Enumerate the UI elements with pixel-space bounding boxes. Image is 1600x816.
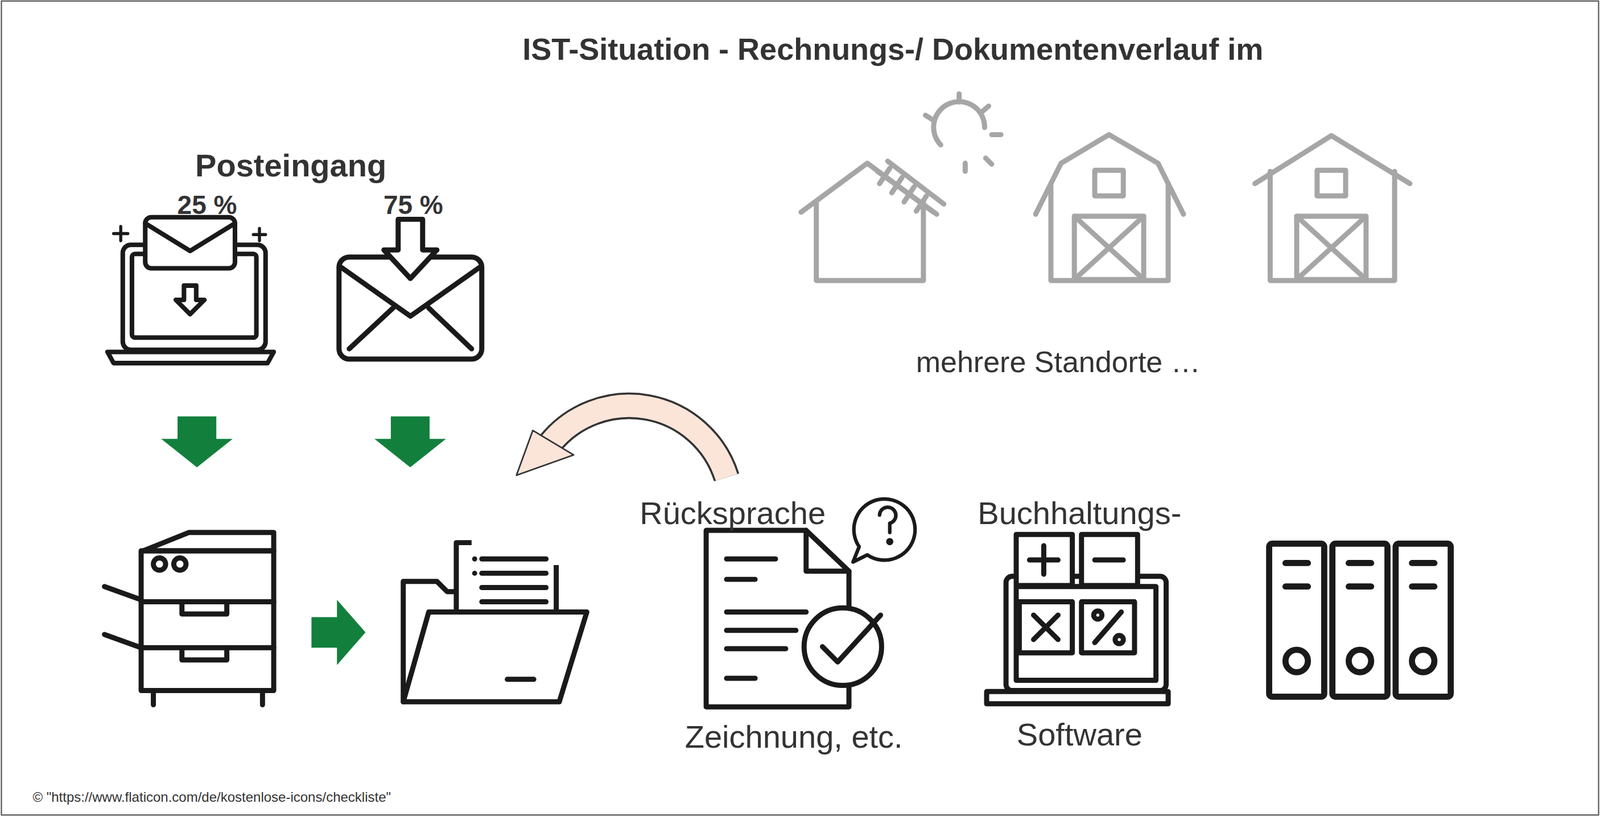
- laptop-mail-icon-part: [175, 285, 205, 315]
- process-band: RückspracheZeichnung, etc. Buchhaltungs- S…: [46, 479, 1578, 761]
- accounting-software-icon-part: [986, 691, 1169, 704]
- binders-icon-part: [1348, 649, 1371, 672]
- folder-icon-part: [474, 558, 546, 602]
- accounting-software-icon-part: [1016, 586, 1157, 681]
- panel-heading-wrap: Posteingang: [195, 146, 387, 184]
- question-bubble-icon: [852, 499, 915, 563]
- accounting-software-icon-part: [1093, 611, 1102, 620]
- folder-icon-part: [507, 676, 535, 682]
- step-label-wrap: Software: [1016, 716, 1143, 753]
- step-label: Rücksprache: [639, 495, 826, 532]
- locations-icons-part: [1035, 134, 1184, 215]
- accounting-software-icon-part: [1033, 612, 1121, 643]
- question-bubble-icon-part: [888, 539, 892, 544]
- return-arrow-part: [549, 405, 727, 478]
- return-arrow: [516, 405, 727, 478]
- locations-icons-part: [1317, 170, 1346, 196]
- locations-icons-part: [1074, 216, 1144, 280]
- envelope-icon: [339, 219, 482, 360]
- laptop-mail-icon-part: [107, 351, 274, 364]
- binders-icon-part: [1332, 543, 1388, 697]
- binders-icon-part: [1395, 543, 1451, 697]
- document-check-icon-part: [822, 615, 881, 662]
- binders-icon-part: [1269, 543, 1325, 697]
- diagram-title-wrap: IST-Situation - Rechnungs-/ Dokumentenve…: [522, 31, 1264, 67]
- document-check-icon-part: [803, 607, 882, 686]
- envelope-icon-part: [384, 219, 437, 279]
- inbox-panel: Posteingang: [46, 123, 532, 402]
- accounting-software-icon: [986, 534, 1169, 704]
- binders-icon: [1269, 543, 1451, 697]
- folder-icon: [403, 534, 588, 702]
- flow-arrow: [374, 416, 447, 468]
- diagram-title: IST-Situation - Rechnungs-/ Dokumentenve…: [522, 31, 1264, 67]
- laptop-mail-icon-part: [113, 226, 266, 241]
- panel-heading: Posteingang: [195, 146, 387, 184]
- share-percent-wrap: 75 %: [383, 190, 444, 221]
- copier-icon-part: [173, 557, 187, 571]
- binders-icon-part: [1285, 649, 1308, 672]
- step-label-wrap: Rücksprache: [639, 495, 826, 532]
- return-arrow-part: [516, 430, 574, 476]
- copier-icon-part: [104, 586, 142, 649]
- accounting-software-icon-part: [1005, 576, 1166, 691]
- accounting-software-icon-part: [1029, 545, 1124, 575]
- step-label: Zeichnung, etc.: [685, 718, 903, 756]
- step-label: Software: [1016, 716, 1143, 753]
- copier-icon: [104, 532, 275, 705]
- locations-icons-part: [925, 93, 1001, 172]
- band-outline: [47, 480, 1577, 760]
- locations-icons-part: [1254, 135, 1410, 184]
- locations-icons: [801, 93, 1410, 281]
- document-check-icon-part: [806, 530, 849, 572]
- flow-arrow: [311, 599, 366, 666]
- locations-icons-part: [1269, 171, 1395, 281]
- locations-icons-part: [1296, 216, 1367, 280]
- laptop-mail-icon-part: [145, 223, 235, 251]
- envelope-icon-part: [349, 307, 472, 349]
- step-label-wrap: Buchhaltungs-: [977, 495, 1182, 532]
- locations-icons-part: [1094, 170, 1124, 196]
- share-percent-wrap: 25 %: [177, 190, 238, 221]
- copyright-note: © "https://www.flaticon.com/de/kostenlos…: [32, 789, 391, 806]
- binders-icon-part: [1412, 649, 1435, 672]
- question-bubble-icon-part: [852, 499, 915, 563]
- copier-icon-part: [143, 532, 274, 551]
- copyright-note-wrap: © "https://www.flaticon.com/de/kostenlos…: [32, 789, 391, 806]
- accounting-software-icon-part: [1115, 635, 1124, 644]
- question-bubble-icon-part: [879, 506, 897, 533]
- copier-icon-part: [153, 690, 263, 705]
- copier-icon-part: [182, 603, 228, 661]
- panel-outline: [47, 124, 531, 400]
- copier-icon-part: [153, 557, 167, 571]
- laptop-mail-icon-part: [145, 217, 235, 269]
- share-percent: 75 %: [383, 190, 444, 221]
- copier-icon-part: [141, 601, 274, 649]
- locations-icons-part: [933, 101, 985, 146]
- binders-icon-part: [1285, 562, 1435, 587]
- locations-icons-part: [877, 161, 944, 214]
- step-label: Buchhaltungs-: [977, 495, 1182, 532]
- locations-label-wrap: mehrere Standorte …: [916, 345, 1201, 380]
- step-label-wrap: Zeichnung, etc.: [685, 718, 903, 756]
- document-check-icon-part: [726, 558, 807, 679]
- return-arrow-part: [549, 405, 727, 478]
- share-percent: 25 %: [177, 190, 238, 221]
- locations-icons-part: [816, 201, 924, 281]
- laptop-mail-icon: [107, 217, 274, 364]
- flow-arrow: [161, 416, 233, 468]
- locations-icons-part: [1074, 216, 1144, 280]
- locations-icons-part: [1296, 216, 1367, 280]
- locations-label: mehrere Standorte …: [916, 345, 1201, 380]
- copier-icon-part: [141, 550, 274, 691]
- folder-icon-part: [403, 612, 588, 703]
